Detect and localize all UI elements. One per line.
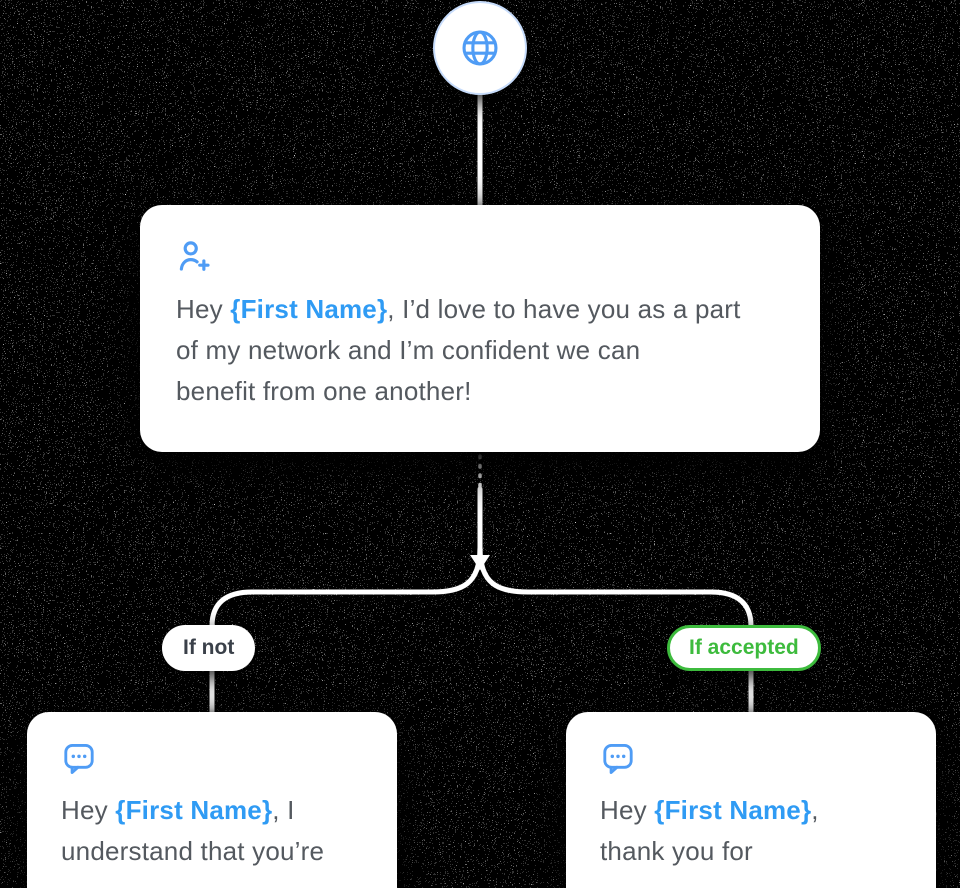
message-suffix: , thank you for (600, 795, 819, 866)
invite-message-card[interactable]: Hey {First Name}, I’d love to have you a… (140, 205, 820, 452)
globe-icon (462, 30, 498, 66)
message-prefix: Hey (600, 795, 655, 825)
message-suffix: , I understand that you’re (61, 795, 325, 866)
first-name-variable: {First Name} (654, 795, 812, 825)
condition-label-if-accepted: If accepted (689, 636, 799, 659)
message-prefix: Hey (61, 795, 116, 825)
person-add-icon (179, 241, 210, 271)
chat-icon (603, 743, 633, 774)
branch-right-line (477, 545, 754, 717)
invite-message-text: Hey {First Name}, I’d love to have you a… (176, 289, 784, 412)
first-name-variable: {First Name} (115, 795, 273, 825)
followup-not-message-text: Hey {First Name}, I understand that you’… (61, 790, 363, 872)
followup-card-not-accepted[interactable]: Hey {First Name}, I understand that you’… (27, 712, 397, 888)
chat-icon (64, 743, 94, 774)
source-node[interactable] (433, 1, 527, 95)
branch-junction-arrow (470, 555, 490, 570)
message-suffix: , I’d love to have you as a part of my n… (176, 294, 741, 406)
followup-card-accepted[interactable]: Hey {First Name}, thank you for (566, 712, 936, 888)
condition-badge-if-accepted: If accepted (667, 625, 821, 671)
condition-badge-if-not: If not (162, 625, 256, 671)
message-prefix: Hey (176, 294, 231, 324)
first-name-variable: {First Name} (230, 294, 388, 324)
condition-label-if-not: If not (183, 636, 235, 659)
followup-accepted-message-text: Hey {First Name}, thank you for (600, 790, 902, 872)
branch-left-line (209, 545, 483, 717)
